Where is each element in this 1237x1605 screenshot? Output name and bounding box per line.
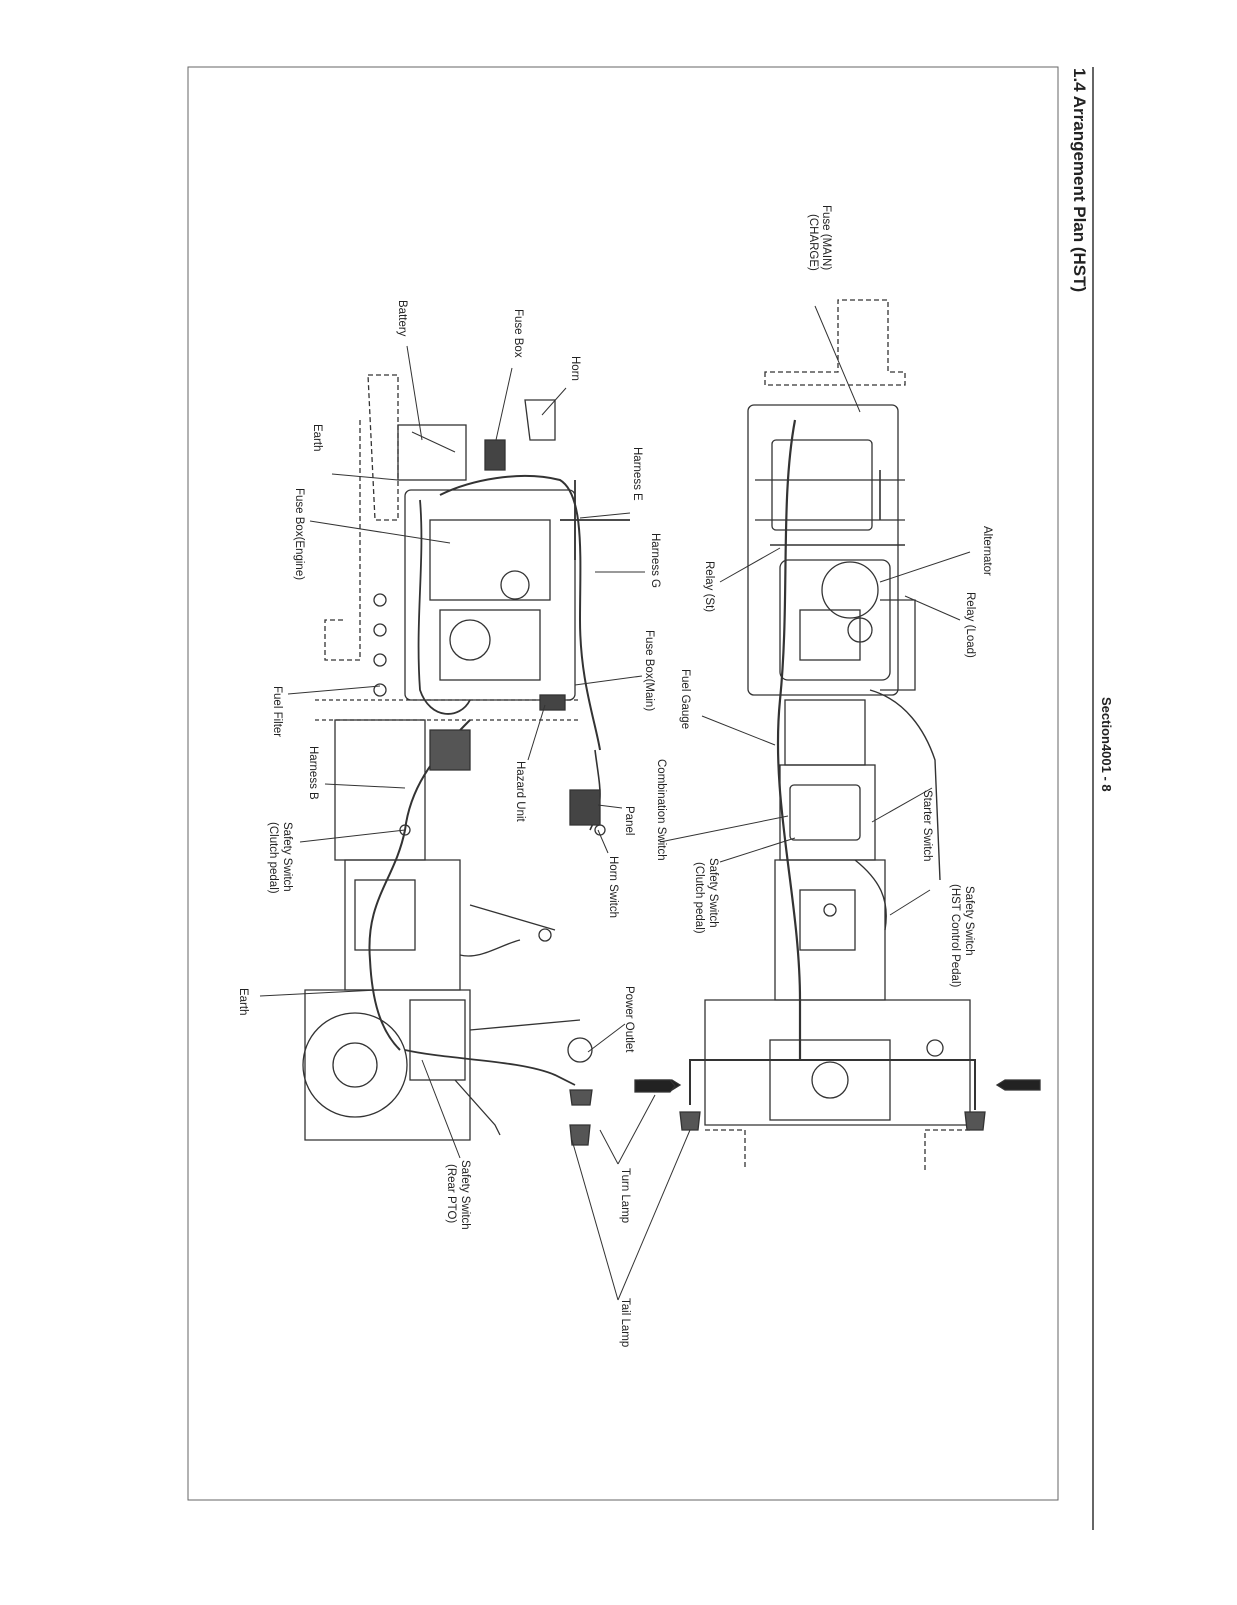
tractor-top-view (639, 299, 1041, 1170)
label-tail-lamp: Tail Lamp (619, 1298, 631, 1347)
label-fuse-box: Fuse Box (512, 309, 524, 358)
label-fuse-box-engine: Fuse Box(Engine) (293, 488, 305, 580)
label-safety-switch-pto: Safety Switch (459, 1160, 471, 1230)
label-relay-load: Relay (Load) (964, 592, 976, 658)
label-safety-switch-pto-sub: (Rear PTO) (445, 1164, 457, 1223)
diagram-frame (187, 66, 1059, 1501)
label-fuse-main: Fuse (MAIN) (820, 205, 832, 270)
page-number: Section4001 - 8 (1099, 697, 1114, 792)
label-harness-g: Harness G (649, 533, 661, 588)
label-safety-switch-clutch: Safety Switch (281, 822, 293, 892)
label-safety-switch-hst-sub: (HST Control Pedal) (949, 884, 961, 987)
leader-lines (259, 305, 971, 1301)
label-safety-switch-clutch-top: Safety Switch (707, 858, 719, 928)
label-fuel-gauge: Fuel Gauge (679, 669, 691, 729)
label-panel: Panel (623, 806, 635, 835)
label-horn-switch: Horn Switch (607, 856, 619, 918)
label-fuel-filter: Fuel Filter (271, 686, 283, 737)
label-battery: Battery (396, 300, 408, 337)
label-safety-switch-hst: Safety Switch (963, 886, 975, 956)
label-alternator: Alternator (981, 526, 993, 576)
label-earth-bottom: Earth (237, 988, 249, 1016)
label-safety-switch-clutch-top-sub: (Clutch pedal) (693, 862, 705, 934)
label-earth-top: Earth (311, 424, 323, 452)
label-safety-switch-clutch-sub: (Clutch pedal) (267, 822, 279, 894)
label-turn-lamp: Turn Lamp (619, 1168, 631, 1223)
tractor-side-view (302, 374, 676, 1146)
section-heading: 1.4 Arrangement Plan (HST) (1070, 68, 1089, 292)
label-fuse-main-charge: (CHARGE) (807, 214, 819, 271)
label-hazard-unit: Hazard Unit (514, 761, 526, 823)
label-fuse-box-main: Fuse Box(Main) (643, 630, 655, 711)
label-harness-b: Harness B (307, 746, 319, 800)
component-labels: Fuse (MAIN) (CHARGE) Alternator Relay (L… (237, 205, 993, 1347)
label-horn: Horn (569, 356, 581, 381)
label-relay-st: Relay (St) (703, 561, 715, 612)
label-harness-e: Harness E (631, 447, 643, 501)
label-power-outlet: Power Outlet (623, 986, 635, 1053)
label-starter-switch: Starter Switch (921, 790, 933, 862)
label-combination-switch: Combination Switch (655, 759, 667, 861)
